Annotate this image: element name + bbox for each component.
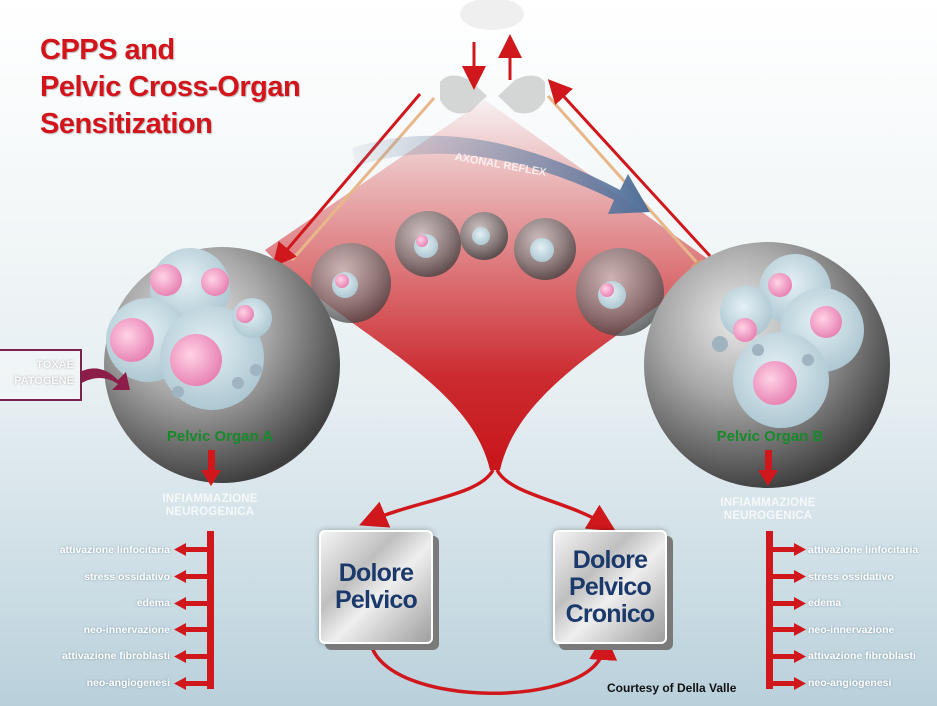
organ-a-label: Pelvic Organ A: [166, 428, 274, 445]
trigger-label-line-1: TOXAE: [36, 359, 74, 371]
axonal-reflex-arrow: [352, 135, 650, 214]
pain-box-1-line-2: Pelvico: [335, 586, 418, 614]
effect-right-4: neo-innervazione: [808, 623, 895, 636]
effect-left-4: neo-innervazione: [83, 623, 170, 636]
pain-box-chronic-pelvic: Dolore Pelvico Cronico: [553, 530, 667, 644]
spinal-cord-icon: [440, 0, 545, 114]
effect-right-1: attivazione linfocitaria: [808, 544, 919, 556]
chronification-arrow: [368, 632, 618, 695]
effect-right-6: neo-angiogenesi: [808, 676, 892, 689]
pain-box-1-line-1: Dolore: [338, 559, 414, 587]
title-line-2: Pelvic Cross-Organ: [40, 71, 301, 103]
effect-left-2: stress ossidativo: [84, 570, 170, 583]
pelvic-organ-a-sphere: [104, 247, 340, 483]
trigger-arrow: [80, 368, 130, 390]
effects-bracket-left: [174, 531, 214, 690]
effect-right-3: edema: [808, 597, 842, 610]
funnel-outlet-right: [495, 469, 616, 532]
effects-bracket-right: [766, 531, 806, 690]
pain-box-2-line-2: Pelvico: [569, 572, 652, 601]
title-line-3: Sensitization: [40, 108, 213, 140]
down-arrow-organ-b: [758, 450, 778, 486]
down-arrow-organ-a: [201, 450, 221, 486]
organ-b-label: Pelvic Organ B: [716, 428, 824, 445]
effect-left-3: edema: [136, 597, 170, 610]
slide-title: CPPS and Pelvic Cross-Organ Sensitizatio…: [40, 32, 301, 143]
inflammation-label-right: INFIAMMAZIONE NEUROGENICA: [688, 497, 848, 523]
inflammation-right-line-2: NEUROGENICA: [723, 510, 813, 522]
mediator-spheres: [311, 211, 664, 336]
title-line-1: CPPS and: [40, 34, 175, 66]
effect-right-2: stress ossidativo: [808, 570, 894, 583]
inflammation-label-left: INFIAMMAZIONE NEUROGENICA: [130, 493, 290, 519]
effects-list-left: attivazione linfocitaria stress ossidati…: [10, 537, 170, 697]
credit-text: Courtesy of Della Valle: [607, 681, 737, 695]
trigger-label-line-2: PATOGENE: [14, 375, 74, 387]
pelvic-organ-b-sphere: [644, 242, 890, 488]
inflammation-left-line-1: INFIAMMAZIONE: [162, 493, 258, 505]
nerve-arrow-right-up: [547, 79, 712, 258]
effect-right-5: attivazione fibroblasti: [808, 650, 916, 663]
effects-list-right: attivazione linfocitaria stress ossidati…: [808, 537, 936, 697]
trigger-box: TOXAE PATOGENE: [0, 349, 82, 401]
inflammation-right-line-1: INFIAMMAZIONE: [720, 497, 816, 509]
pain-box-2-line-3: Cronico: [565, 599, 656, 628]
effect-left-6: neo-angiogenesi: [86, 676, 170, 689]
pain-box-2-line-1: Dolore: [572, 545, 648, 574]
inflammation-left-line-2: NEUROGENICA: [165, 506, 255, 518]
effect-left-1: attivazione linfocitaria: [59, 544, 170, 556]
effect-left-5: attivazione fibroblasti: [62, 650, 170, 663]
funnel-outlet-left: [359, 469, 495, 528]
nerve-arrow-left-down: [272, 93, 422, 268]
pain-box-pelvic: Dolore Pelvico: [319, 530, 433, 644]
